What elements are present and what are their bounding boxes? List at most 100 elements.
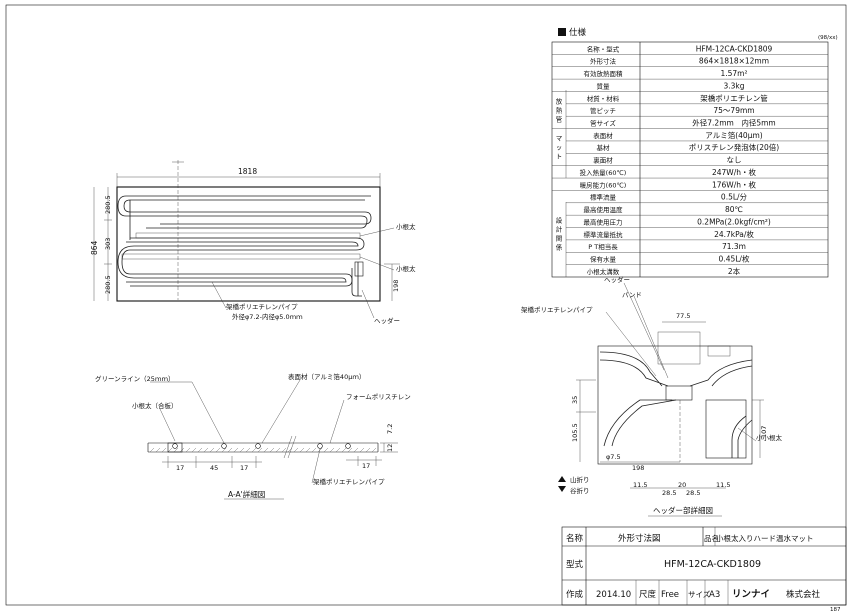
- tb-label-made: 作成: [566, 589, 584, 600]
- tb-label-name: 名称: [566, 533, 584, 544]
- hd-label-small-joist: 小小根太: [756, 433, 783, 442]
- spec-group-char: ト: [556, 153, 563, 161]
- label-small-joist-1: 小根太: [396, 222, 416, 231]
- spec-group-char: 係: [556, 243, 563, 252]
- spec-row-label: 名称・型式: [587, 44, 620, 53]
- spec-row-label: 質量: [597, 81, 611, 90]
- spec-row-value: 0.5L/分: [721, 193, 748, 202]
- spec-heading: 仕様: [569, 27, 587, 38]
- spec-row-label: 投入熱量(60℃): [580, 168, 627, 177]
- dim-aa-v1: 7.2: [386, 424, 394, 434]
- hd-dim-198: 198: [632, 464, 644, 472]
- spec-row-value: 1.57m²: [720, 69, 747, 78]
- spec-row-label: 裏面材: [593, 156, 613, 165]
- spec-row-value: 176W/h・枚: [712, 179, 757, 189]
- label-joist-plywood: 小根太（合板）: [132, 401, 178, 410]
- spec-row-label: 最高使用圧力: [584, 217, 623, 226]
- spec-row-label: 表面材: [593, 131, 613, 140]
- spec-group-char: 関: [556, 235, 563, 243]
- spec-row-value: 80℃: [725, 205, 743, 214]
- hd-dim-bottom-3: 11.5: [716, 481, 730, 489]
- caption-aa: A-A'詳細図: [228, 489, 265, 499]
- spec-group-char: 設: [556, 216, 563, 225]
- hd-label-pipe: 架橋ポリエチレンパイプ: [521, 305, 593, 314]
- dim-aa-2: 45: [210, 464, 218, 472]
- spec-row-value: 外径7.2mm 内径5mm: [692, 117, 775, 127]
- dim-198: 198: [392, 280, 400, 292]
- spec-row-value: ポリスチレン発泡体(20倍): [689, 142, 779, 152]
- spec-row-value: 24.7kPa/枚: [714, 229, 754, 239]
- spec-row-label: 管サイズ: [590, 118, 616, 127]
- hd-dim-left-1: 35: [571, 396, 579, 404]
- spec-row-value: 864×1818×12mm: [699, 57, 769, 66]
- tb-label-product: 品名: [704, 533, 719, 543]
- tb-drawing-name: 外形寸法図: [618, 533, 661, 544]
- spec-row-value: 架橋ポリエチレン管: [700, 93, 768, 103]
- spec-row-label: 有効放熱面積: [584, 69, 624, 78]
- tb-label-scale: 尺度: [639, 589, 657, 600]
- title-block: 名称 外形寸法図 品名 小根太入りハード温水マット 型式 HFM-12CA-CK…: [561, 526, 847, 613]
- label-pipe-size: 外径φ7.2-内径φ5.0ｍｍ: [232, 312, 303, 321]
- label-foam: フォームポリスチレン: [346, 393, 411, 401]
- spec-group-char: 計: [556, 225, 563, 234]
- dim-aa-3: 17: [240, 464, 248, 472]
- spec-row-label: 外形寸法: [590, 57, 617, 66]
- spec-group-char: 熱: [556, 106, 563, 115]
- spec-row-value: 2本: [728, 266, 741, 276]
- hd-dim-right: 107: [760, 426, 768, 438]
- dim-aa-v2: 12: [386, 444, 394, 452]
- tb-paper-size: A3: [709, 590, 720, 600]
- dim-aa-4: 17: [362, 462, 370, 470]
- plan-view: 1818 864 280.5 303 280.5 198 小根太 小根太 架橋ポ…: [90, 160, 416, 325]
- spec-group-char: ッ: [556, 144, 563, 152]
- dim-left-3: 280.5: [104, 275, 112, 294]
- hd-dim-bottom-2: 20: [678, 481, 686, 489]
- spec-group-char: 放: [556, 97, 563, 106]
- label-pipe: 架橋ポリエチレンパイプ: [313, 477, 385, 486]
- spec-group-char: 管: [556, 115, 563, 124]
- spec-row-value: なし: [727, 156, 742, 165]
- tb-model: HFM-12CA-CKD1809: [664, 559, 761, 570]
- hd-label-band: バンド: [622, 291, 642, 299]
- header-detail: ヘッダー バンド 架橋ポリエチレンパイプ 小小根太 77.5 35 105.5 …: [521, 275, 783, 517]
- spec-row-value: 0.45L/枚: [719, 254, 750, 264]
- spec-row-label: 基材: [597, 143, 611, 152]
- spec-row-label: P T相当長: [588, 242, 618, 251]
- label-surface: 表面材（アルミ箔40μｍ）: [288, 372, 365, 381]
- spec-row-value: 0.2MPa(2.0kgf/cm²): [697, 217, 771, 226]
- tb-sheet-no: 187: [830, 607, 841, 612]
- hd-label-header: ヘッダー: [604, 275, 630, 284]
- legend-mountain: 山折り: [570, 475, 590, 484]
- spec-row-label: 暖房能力(60℃): [580, 180, 627, 189]
- spec-row-label: 最高使用温度: [584, 205, 624, 214]
- spec-row-value: 247W/h・枚: [712, 167, 757, 177]
- tb-date: 2014.10: [596, 590, 631, 600]
- dim-left-1: 280.5: [104, 195, 112, 214]
- caption-header: ヘッダー部詳細図: [653, 505, 713, 515]
- spec-group-char: マ: [556, 135, 563, 143]
- tb-label-model: 型式: [566, 559, 584, 570]
- hd-dim-bottom2-1: 28.5: [662, 489, 676, 497]
- label-header: ヘッダー: [374, 316, 400, 325]
- section-aa: グリーンライン（25ｍｍ） 小根太（合板） 表面材（アルミ箔40μｍ） フォーム…: [95, 372, 411, 500]
- spec-row-label: 管ピッチ: [590, 106, 616, 115]
- dim-aa-1: 17: [176, 464, 184, 472]
- tb-label-size: サイズ: [688, 589, 711, 599]
- spec-row-label: 小根太溝数: [587, 267, 620, 276]
- dim-left-2: 303: [104, 238, 112, 250]
- spec-row-label: 標準流量抵抗: [584, 230, 624, 239]
- hd-dim-left-2: 105.5: [571, 423, 579, 442]
- label-green-line: グリーンライン（25ｍｍ）: [95, 374, 174, 383]
- valley-fold-icon: [558, 486, 566, 492]
- dim-width: 1818: [238, 167, 257, 176]
- spec-row-value: アルミ箔(40μm): [705, 130, 762, 140]
- tb-scale: Free: [661, 590, 679, 600]
- label-pipe: 架橋ポリエチレンパイプ: [226, 302, 298, 311]
- spec-row-value: HFM-12CA-CKD1809: [696, 44, 773, 53]
- mat-outline: [116, 186, 381, 302]
- sheet-border: [5, 4, 847, 606]
- heading-square-icon: [558, 28, 566, 36]
- hd-dim-bottom2-2: 28.5: [686, 489, 700, 497]
